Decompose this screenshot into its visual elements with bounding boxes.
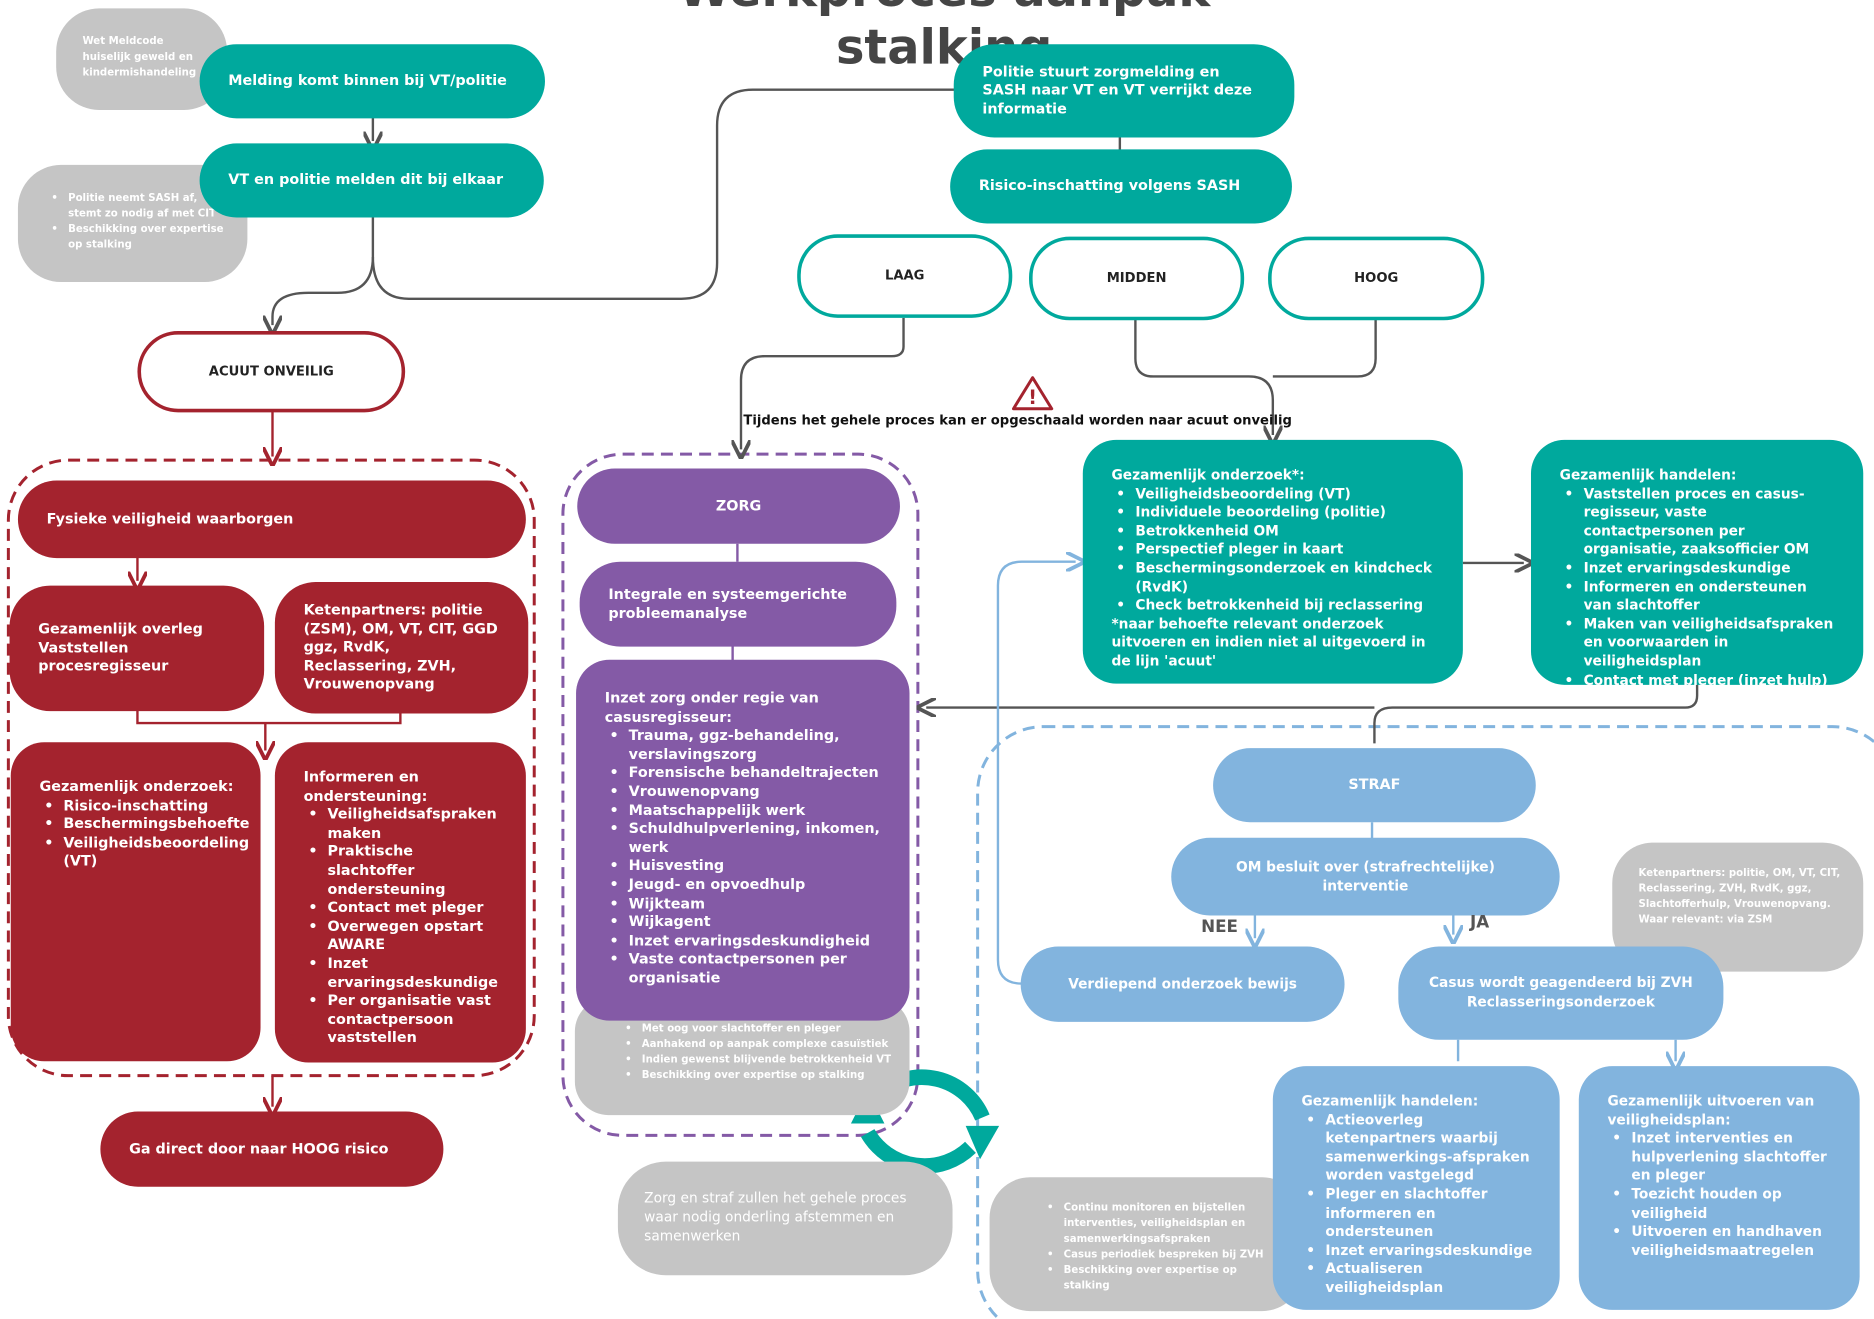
uitvoeren-box: Gezamenlijk uitvoeren van veiligheidspla… [1578, 1066, 1860, 1310]
midden-box: MIDDEN [1029, 236, 1245, 321]
fysiek-box: Fysieke veiligheid waarborgen [17, 480, 526, 559]
handelen-top-box: Gezamenlijk handelen: Vaststellen proces… [1530, 439, 1864, 689]
straf-header: STRAF [1213, 748, 1536, 823]
straf-group-border [976, 725, 1874, 1319]
acuut-header: ACUUT ONVEILIG [137, 331, 406, 413]
zorgmelding-box: Politie stuurt zorgmelding en SASH naar … [953, 44, 1295, 138]
analyse-box: Integrale en systeemgerichte probleemana… [579, 561, 897, 647]
nee-label: NEE [1201, 917, 1238, 937]
hoog-box: HOOG [1268, 236, 1485, 321]
meldcode-note: Wet Meldcode huiselijk geweld en kinderm… [56, 8, 228, 110]
melden-box: VT en politie melden dit bij elkaar [199, 143, 544, 218]
page-title: Werkproces aanpak stalking [678, 0, 1210, 76]
afstemmen-note: Zorg en straf zullen het gehele proces w… [617, 1161, 953, 1276]
zorg-inzet-box: Inzet zorg onder regie van casusregisseu… [576, 659, 910, 1021]
monitor-notes: Continu monitoren en bijstellen interven… [989, 1177, 1303, 1312]
risico-box: Risico-inschatting volgens SASH [950, 149, 1292, 224]
overleg-box: Gezamenlijk overleg Vaststellen procesre… [9, 585, 265, 712]
zorg-header: ZORG [577, 468, 900, 544]
informeren-box: Informeren en ondersteuning: Veiligheids… [274, 742, 526, 1063]
om-box: OM besluit over (strafrechtelijke) inter… [1171, 837, 1560, 916]
melding-box: Melding komt binnen bij VT/politie [199, 44, 545, 119]
laag-box: LAAG [797, 234, 1013, 318]
onderzoek-acuut-box: Gezamenlijk onderzoek: Risico-inschattin… [10, 742, 261, 1062]
bewijs-box: Verdiepend onderzoek bewijs [1020, 946, 1345, 1022]
ga-hoog-box: Ga direct door naar HOOG risico [100, 1111, 444, 1187]
ja-label: JA [1470, 913, 1490, 933]
escalation-warning: Tijdens het gehele proces kan er opgesch… [743, 412, 1292, 428]
ketenpartners-box: Ketenpartners: politie (ZSM), OM, VT, CI… [274, 582, 529, 714]
svg-text:!: ! [1028, 386, 1037, 409]
zvh-box: Casus wordt geagendeerd bij ZVH Reclasse… [1398, 946, 1724, 1040]
onderzoek-box: Gezamenlijk onderzoek*: Veiligheidsbeoor… [1082, 439, 1463, 684]
straf-handelen-box: Gezamenlijk handelen: Actieoverleg keten… [1272, 1066, 1560, 1310]
